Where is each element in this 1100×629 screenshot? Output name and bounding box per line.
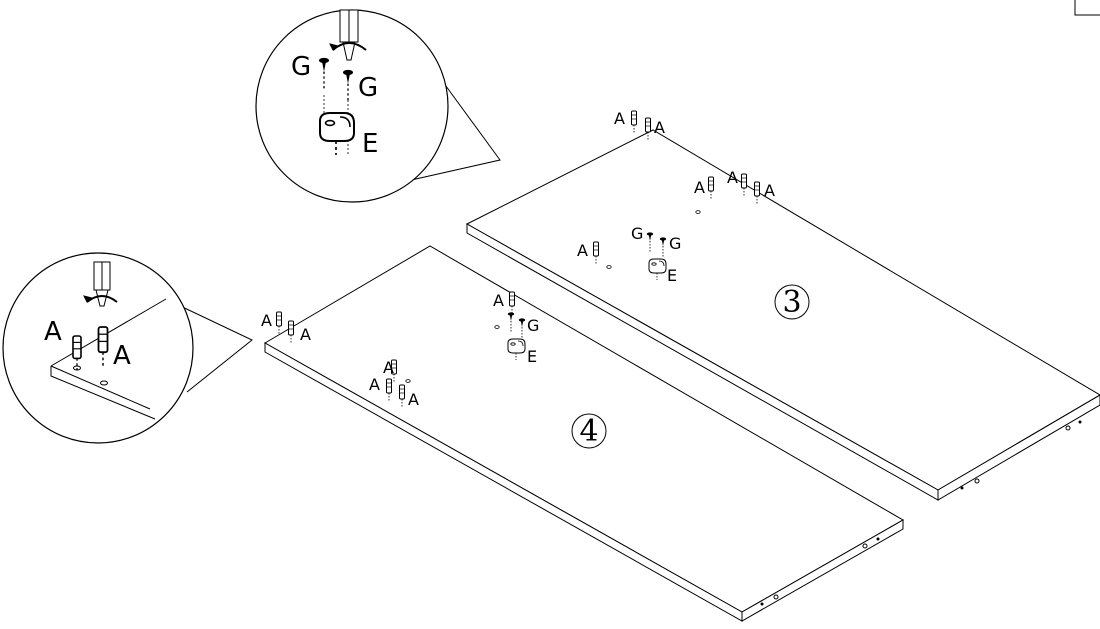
label-dowel: A <box>113 341 131 371</box>
label-dowel: A <box>369 375 380 394</box>
detail-callout-top: G G E <box>255 9 501 203</box>
panel-number-3: 3 <box>774 284 810 320</box>
panel-number-3-text: 3 <box>782 285 801 320</box>
screwdriver-icon <box>329 9 367 61</box>
label-dowel: A <box>44 317 62 347</box>
label-dowel: A <box>300 325 311 344</box>
label-dowel: A <box>493 291 504 310</box>
panel-4-board <box>263 245 905 622</box>
panel-3-hardware: A A A A A A G G E <box>577 109 775 285</box>
label-dowel: A <box>727 168 738 187</box>
label-dowel: A <box>577 241 588 260</box>
label-dowel: A <box>764 181 775 200</box>
screwdriver-icon <box>83 261 118 307</box>
label-screw: G <box>669 234 681 253</box>
label-screw: G <box>631 224 643 243</box>
label-dowel: A <box>408 390 419 409</box>
dowel-part <box>631 110 637 134</box>
label-cam: E <box>527 347 537 366</box>
label-screw: G <box>358 73 378 103</box>
panel-3-board <box>465 129 1100 501</box>
label-cam: E <box>667 266 677 285</box>
panel-number-4: 4 <box>571 413 607 449</box>
label-dowel: A <box>654 118 665 137</box>
label-dowel: A <box>694 178 705 197</box>
label-cam: E <box>362 129 378 159</box>
dowel-part <box>276 311 282 335</box>
detail-callout-left: A A <box>2 252 253 444</box>
label-screw: G <box>527 316 539 335</box>
frame-corner <box>1074 0 1100 16</box>
label-dowel: A <box>614 109 625 128</box>
label-dowel: A <box>383 358 394 377</box>
label-dowel: A <box>261 311 272 330</box>
panel-4-hardware: A A A A A A G E <box>261 291 539 409</box>
label-screw: G <box>291 52 311 82</box>
panel-number-4-text: 4 <box>579 414 598 449</box>
